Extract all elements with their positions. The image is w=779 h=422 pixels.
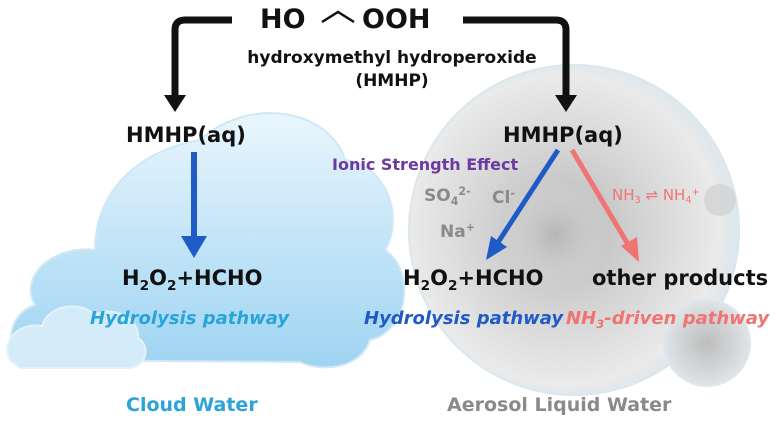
nh3-pathway-pre: NH xyxy=(566,308,597,329)
aerosol-product-sub-a: 2 xyxy=(420,277,431,294)
ion-sulfate-sub: 4 xyxy=(450,194,459,208)
ion-sulfate: SO42- xyxy=(424,184,471,208)
cloud-shape xyxy=(6,112,406,369)
cloud-species: HMHP(aq) xyxy=(126,123,246,147)
cloud-pathway: Hydrolysis pathway xyxy=(90,308,290,329)
aerosol-product-o: O xyxy=(430,266,448,290)
formula-bond xyxy=(321,10,355,24)
nh4-base: ⇌ NH xyxy=(640,186,686,204)
aerosol-puff xyxy=(500,180,610,290)
ion-sulfate-sup: 2- xyxy=(458,184,471,198)
ion-sodium: Na+ xyxy=(440,220,475,242)
aerosol-nh3-pathway: NH3-driven pathway xyxy=(566,308,770,332)
cloud-product-sub-b: 2 xyxy=(166,277,177,294)
cloud-product-rest: +HCHO xyxy=(176,266,263,290)
ammonia-equilibrium: NH3 ⇌ NH4+ xyxy=(612,186,700,207)
formula-ho: HO xyxy=(260,4,306,35)
aerosol-tiny-droplet xyxy=(704,184,736,216)
nh4-sup: + xyxy=(691,186,700,198)
right-down-arrowhead xyxy=(555,95,577,112)
cloud-product-o: O xyxy=(149,266,167,290)
nh3-pathway-sub: 3 xyxy=(596,317,605,332)
left-down-arrowhead xyxy=(164,95,186,112)
ion-sodium-sup: + xyxy=(465,220,475,234)
aerosol-nh3-arrow xyxy=(569,148,639,262)
aerosol-product: H2O2+HCHO xyxy=(403,266,544,294)
aerosol-product-sub-b: 2 xyxy=(447,277,458,294)
compound-abbr: (HMHP) xyxy=(355,71,429,91)
ion-sodium-base: Na xyxy=(440,222,466,242)
aerosol-label: Aerosol Liquid Water xyxy=(447,394,672,416)
ionic-strength-effect: Ionic Strength Effect xyxy=(332,155,519,174)
aerosol-hydrolysis-pathway: Hydrolysis pathway xyxy=(364,308,564,329)
nh4-sub: 4 xyxy=(685,195,692,207)
cloud-hydrolysis-arrow xyxy=(181,152,207,258)
cloud-product-h: H xyxy=(122,266,140,290)
aerosol-small-droplet xyxy=(663,299,751,387)
cloud-product-sub-a: 2 xyxy=(139,277,150,294)
aerosol-hydrolysis-arrow xyxy=(486,148,561,260)
ion-chloride-sup: - xyxy=(510,186,515,200)
ion-chloride: Cl- xyxy=(492,186,515,208)
ion-sulfate-base: SO xyxy=(424,186,451,206)
ion-chloride-base: Cl xyxy=(492,188,511,208)
nh3-pathway-post: -driven pathway xyxy=(604,308,770,329)
aerosol-species: HMHP(aq) xyxy=(503,123,623,147)
top-connector xyxy=(171,16,570,98)
aerosol-product-h: H xyxy=(403,266,421,290)
nh3-base: NH xyxy=(612,186,635,204)
cloud-label: Cloud Water xyxy=(126,394,258,416)
other-products: other products xyxy=(592,266,769,290)
compound-name: hydroxymethyl hydroperoxide xyxy=(247,48,537,68)
aerosol-product-rest: +HCHO xyxy=(457,266,544,290)
formula-ooh: OOH xyxy=(362,4,431,35)
cloud-product: H2O2+HCHO xyxy=(122,266,263,294)
nh3-sub: 3 xyxy=(634,195,641,207)
